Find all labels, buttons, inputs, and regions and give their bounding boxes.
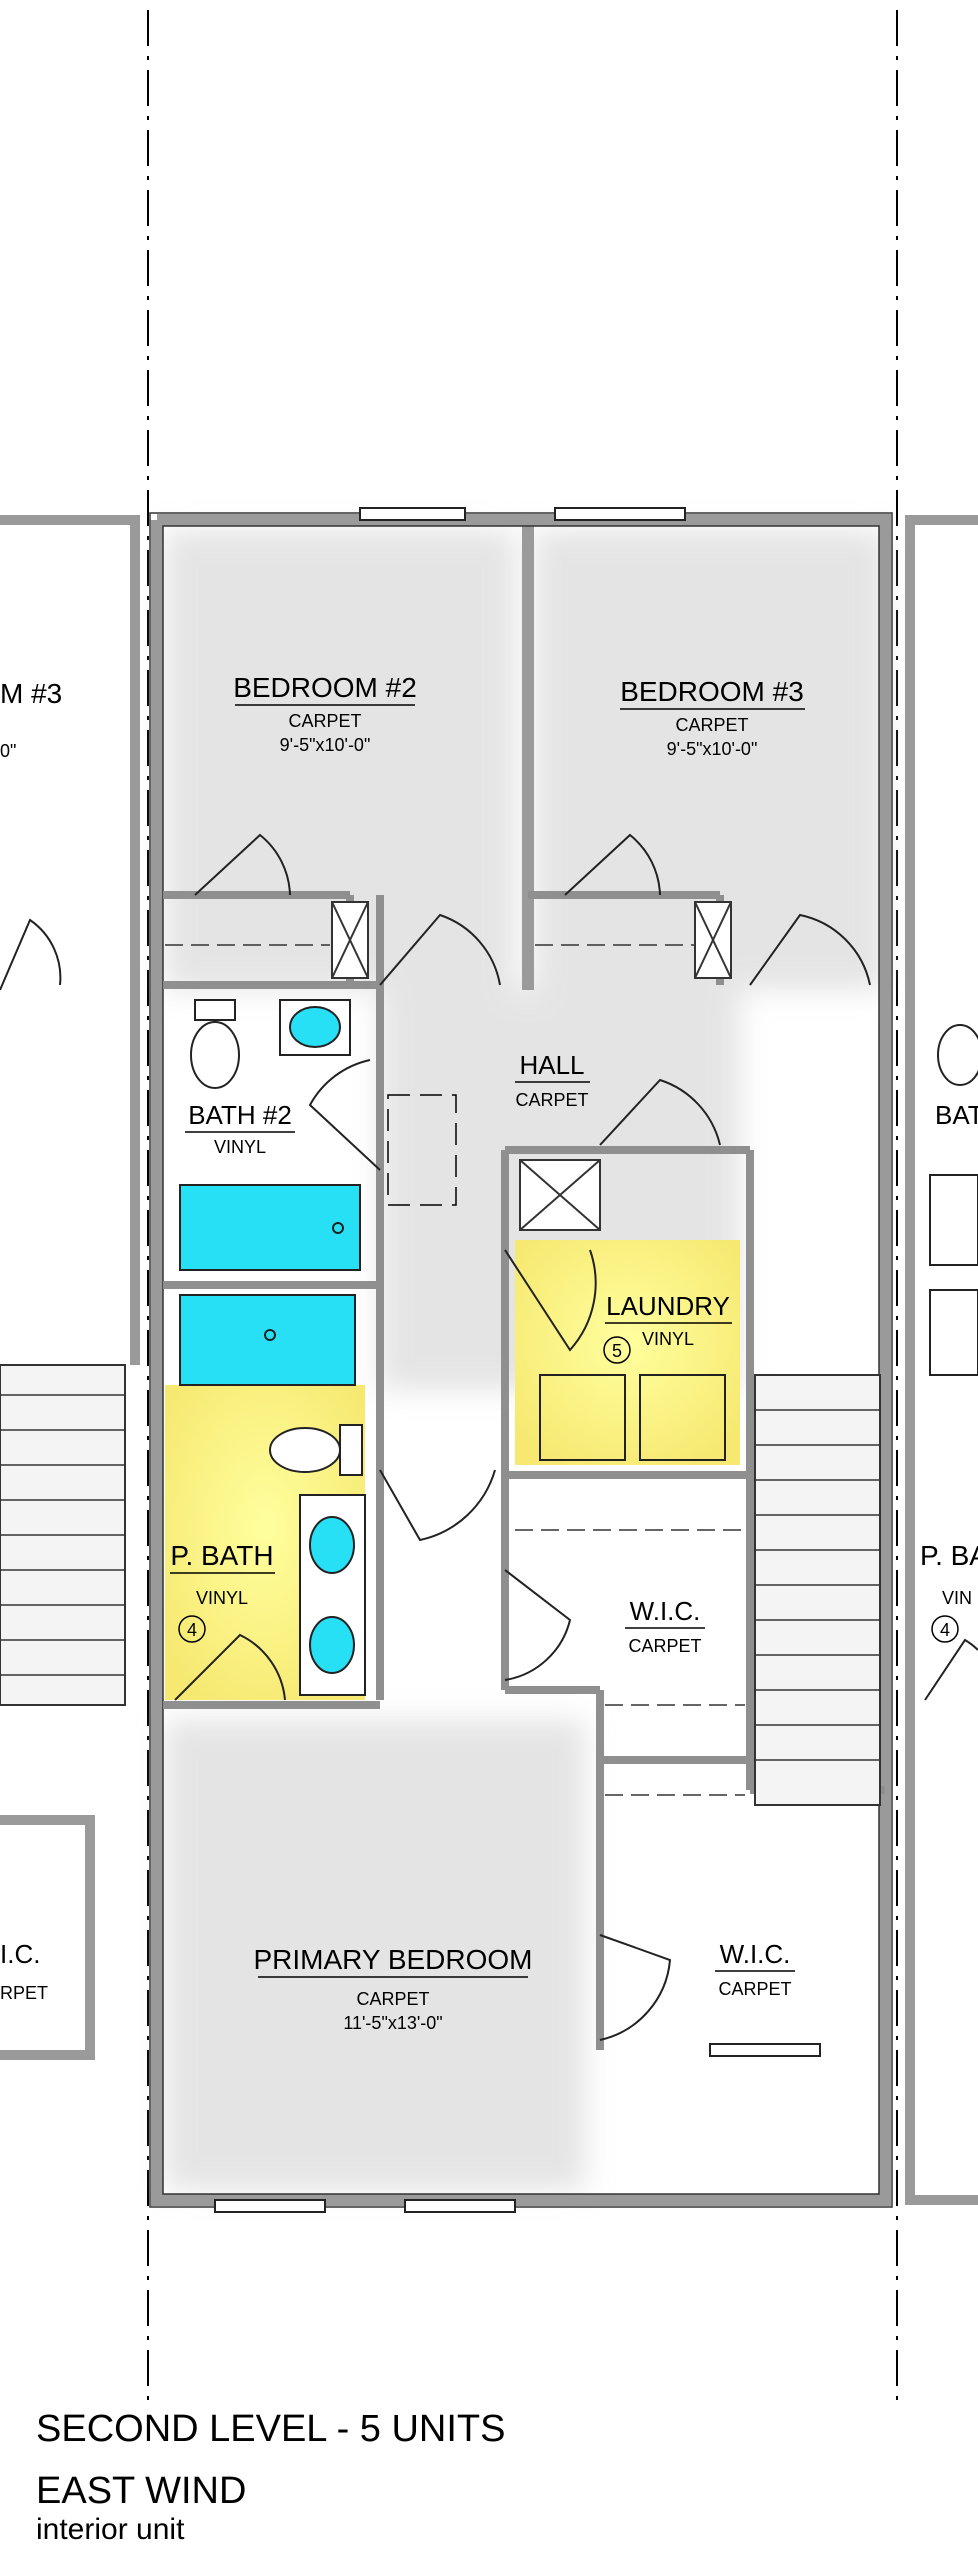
bathtubs [179,1184,361,1386]
neighbor-unit-left [0,515,140,2060]
closet-shelves [165,944,745,1796]
wic-upper-floor: CARPET [628,1636,701,1656]
primary-size: 11'-5"x13'-0" [343,2013,442,2033]
laundry-floor [515,1240,740,1465]
neighbor-right-tag-circle [931,1615,959,1643]
chase-boxes [331,901,732,1231]
neighbor-fixtures [0,918,978,1701]
neighbor-left-size: 0" [0,741,16,761]
title-unit-type: interior unit [36,2513,185,2546]
primary-name: PRIMARY BEDROOM [253,1944,532,1975]
interior-walls [163,891,885,2050]
neighbor-left-wic: I.C. [0,1939,40,1969]
neighbor-right-vinyl: VIN [942,1588,972,1608]
pbath-name: P. BATH [170,1540,273,1571]
wic-lower-name: W.I.C. [720,1939,791,1969]
bedroom3-floor: CARPET [675,715,748,735]
primary-floor: CARPET [356,1989,429,2009]
attic-access [387,1094,457,1206]
pbath-floor: VINYL [196,1588,248,1608]
windows [214,507,821,2213]
laundry-name: LAUNDRY [606,1291,730,1321]
laundry-tag: 5 [612,1341,622,1361]
title-level: SECOND LEVEL - 5 UNITS [36,2408,506,2450]
bath-fixtures [190,999,366,1696]
pbath-tag: 4 [187,1620,197,1640]
neighbor-right-bath: BAT [935,1100,978,1130]
room-labels: BEDROOM #2 CARPET 9'-5"x10'-0" BEDROOM #… [0,672,978,2033]
door-swings [174,833,871,2041]
title-plan-name: EAST WIND [36,2470,247,2512]
wall-outlines [149,512,893,2208]
bedroom3-name: BEDROOM #3 [620,676,804,707]
stair-treads [0,1394,880,1761]
hall-floor: CARPET [515,1090,588,1110]
bedroom2-name: BEDROOM #2 [233,672,417,703]
bath2-floor: VINYL [214,1137,266,1157]
bath2-name: BATH #2 [188,1100,292,1130]
neighbor-right-tag: 4 [940,1620,950,1640]
neighbor-left-room: M #3 [0,678,62,709]
wic-upper-name: W.I.C. [630,1596,701,1626]
pbath-tag-circle [178,1615,206,1643]
laundry-tag-circle [603,1336,631,1364]
bedroom3-size: 9'-5"x10'-0" [667,739,758,759]
bedroom2-floor: CARPET [288,711,361,731]
hall-name: HALL [519,1050,584,1080]
unit-boundary-lines [147,10,898,2400]
neighbor-unit-right [905,515,978,2205]
neighbor-right-pbath: P. BA [920,1540,978,1571]
washer-dryer [539,1374,726,1461]
bedroom2-size: 9'-5"x10'-0" [280,735,371,755]
wic-lower-floor: CARPET [718,1979,791,1999]
laundry-floor-label: VINYL [642,1329,694,1349]
neighbor-left-wic-floor: RPET [0,1983,48,2003]
